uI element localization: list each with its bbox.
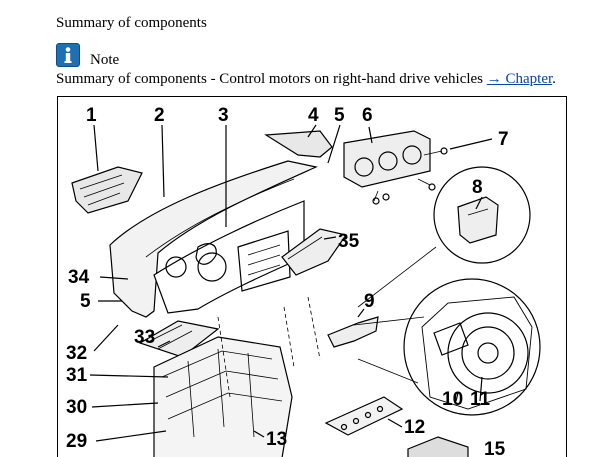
chapter-link[interactable]: → Chapter: [486, 71, 553, 87]
callout-1: 1: [86, 105, 97, 126]
callout-5-left: 5: [80, 291, 91, 312]
callout-32: 32: [66, 343, 87, 364]
diagram-drawing: 1 2 3 4 5 6 7 8 35 34 5 9 33 32 31 30 10…: [66, 105, 541, 457]
callout-15: 15: [484, 439, 506, 457]
callout-29: 29: [66, 431, 87, 452]
callout-10: 10: [442, 389, 463, 410]
note-label: Note: [90, 52, 120, 68]
callout-2: 2: [154, 105, 165, 126]
info-icon: [56, 43, 80, 67]
callout-3: 3: [218, 105, 229, 126]
callout-12: 12: [404, 417, 425, 438]
callout-6: 6: [362, 105, 373, 126]
callout-4: 4: [308, 105, 319, 126]
callout-11: 11: [470, 389, 491, 410]
summary-period: .: [552, 71, 556, 87]
callout-35: 35: [338, 231, 360, 252]
callout-30: 30: [66, 397, 87, 418]
callout-8: 8: [472, 177, 483, 198]
exploded-diagram: 1 2 3 4 5 6 7 8 35 34 5 9 33 32 31 30 10…: [57, 96, 567, 457]
callout-7: 7: [498, 129, 509, 150]
callout-34: 34: [68, 267, 90, 288]
page-heading: Summary of components: [56, 15, 207, 31]
callout-9: 9: [364, 291, 375, 312]
callout-31: 31: [66, 365, 88, 386]
summary-text: Summary of components - Control motors o…: [56, 71, 487, 87]
callout-33: 33: [134, 327, 155, 348]
callout-13: 13: [266, 429, 287, 450]
callout-5-top: 5: [334, 105, 345, 126]
summary-line: Summary of components - Control motors o…: [56, 71, 556, 88]
